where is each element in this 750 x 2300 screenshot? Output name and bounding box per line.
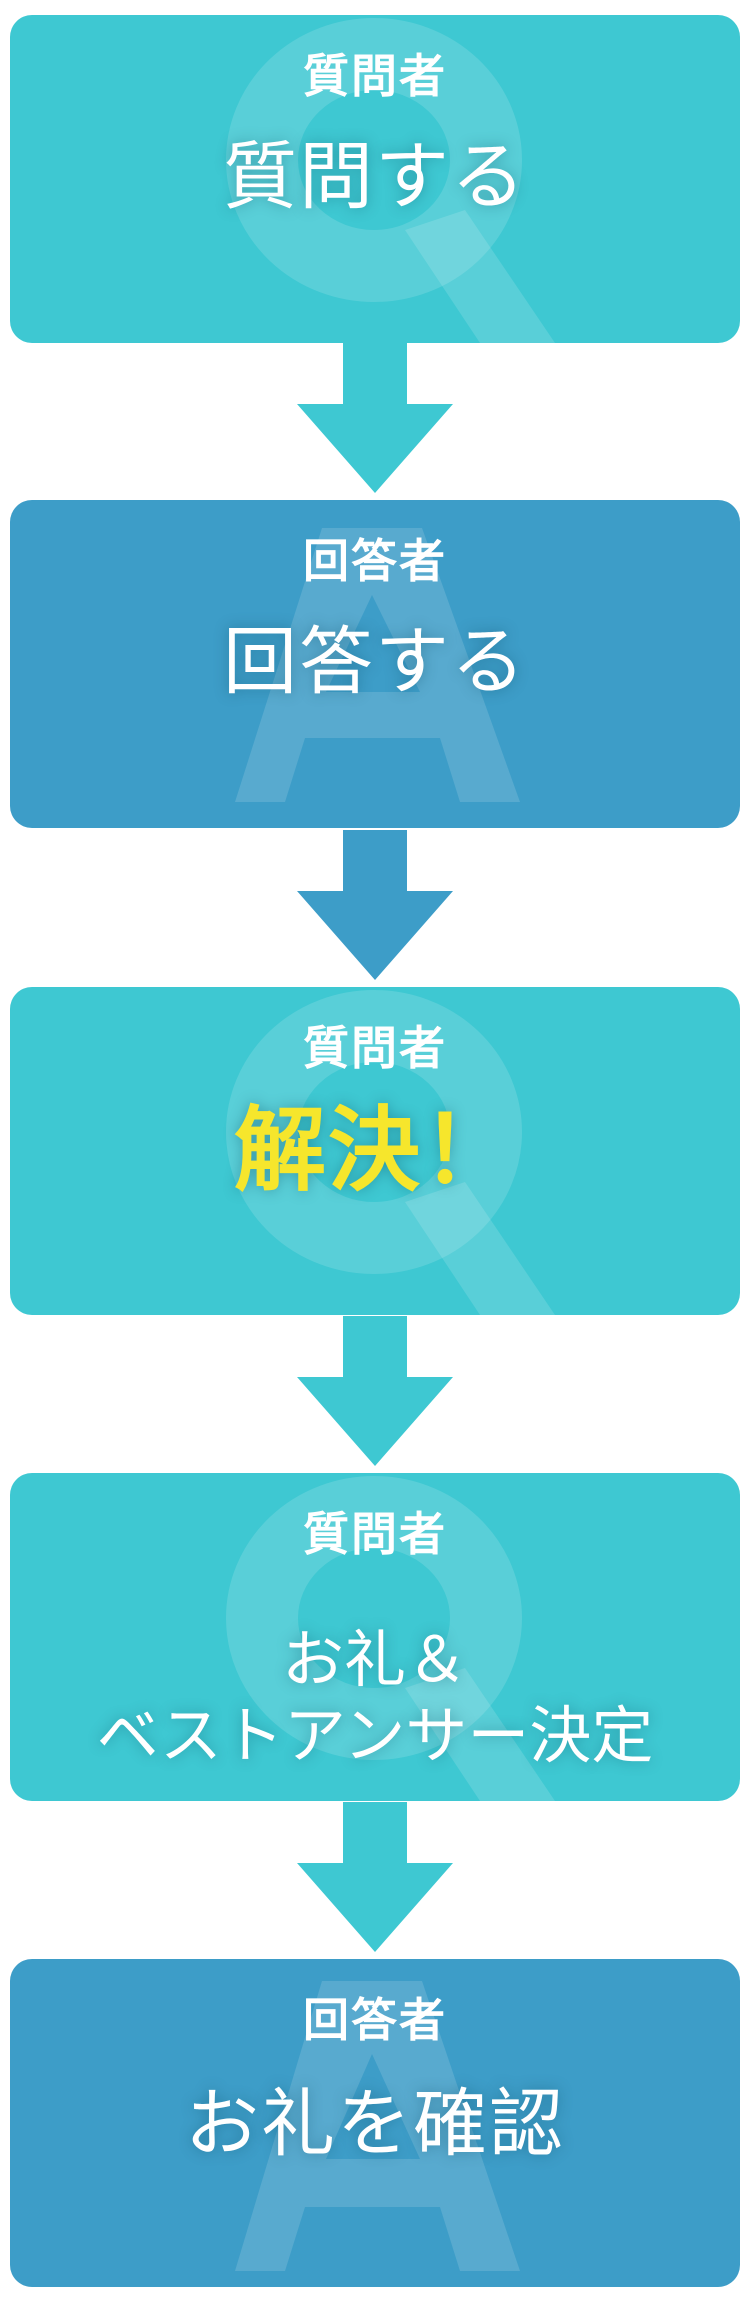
down-arrow-icon xyxy=(297,343,453,493)
down-arrow-icon xyxy=(297,830,453,980)
step-thanks-best-answer: 質問者 お礼＆ ベストアンサー決定 xyxy=(10,1473,740,1801)
q-watermark-icon xyxy=(226,1476,555,1801)
role-label: 質問者 xyxy=(303,49,447,103)
step-ask-question: 質問者 質問する xyxy=(10,15,740,343)
step-answer: 回答者 回答する xyxy=(10,500,740,828)
down-arrow-icon xyxy=(297,1316,453,1466)
step-resolved: 質問者 解決！ xyxy=(10,987,740,1315)
a-watermark-icon xyxy=(235,528,520,802)
step-action: 解決！ xyxy=(233,1097,516,1204)
role-label: 回答者 xyxy=(303,534,447,588)
step-confirm-thanks: 回答者 お礼を確認 xyxy=(10,1959,740,2287)
q-watermark-icon xyxy=(226,990,555,1315)
step-action: お礼を確認 xyxy=(185,2081,565,2167)
step-action-line1: お礼＆ xyxy=(281,1623,468,1696)
role-label: 回答者 xyxy=(303,1993,447,2047)
role-label: 質問者 xyxy=(303,1021,447,1075)
a-watermark-icon xyxy=(235,1981,520,2271)
q-watermark-icon xyxy=(226,18,555,343)
role-label: 質問者 xyxy=(303,1507,447,1561)
step-action: 回答する xyxy=(223,619,527,705)
down-arrow-icon xyxy=(297,1802,453,1952)
step-action: 質問する xyxy=(223,134,527,220)
step-action-line2: ベストアンサー決定 xyxy=(96,1699,654,1772)
